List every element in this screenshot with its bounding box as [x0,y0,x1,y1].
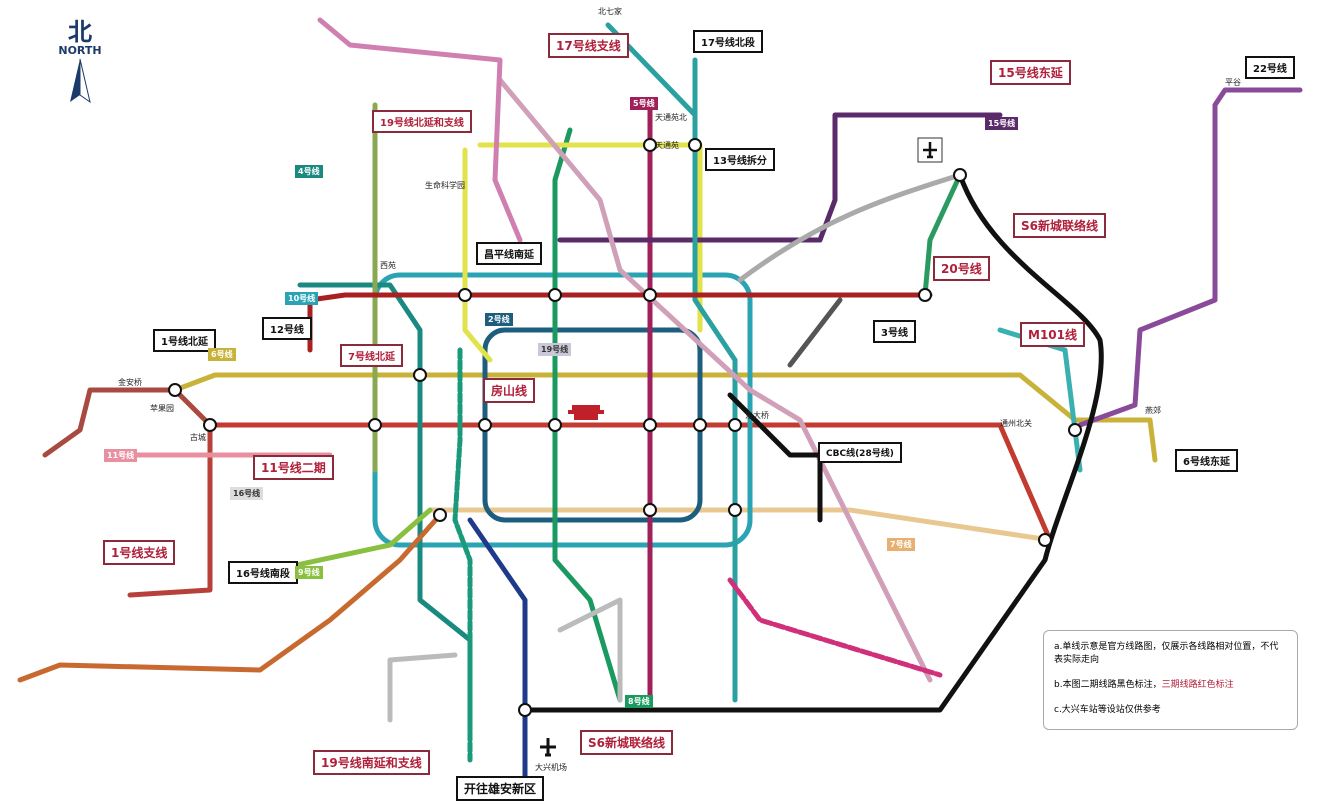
callout-19-south: 19号线南延和支线 [313,750,430,775]
callout-7-north: 7号线北延 [340,344,403,367]
badge-line-2: 2号线 [485,313,513,326]
badge-line-11: 11号线 [104,449,138,462]
line-cbc[interactable] [727,392,823,523]
station-gucheng[interactable]: 古城 [190,433,206,442]
line-7[interactable] [427,507,1053,543]
station-tiantongyuan-north[interactable]: 天通苑北 [655,113,687,122]
line-15[interactable] [557,112,1003,243]
badge-line-6: 6号线 [208,348,236,361]
callout-cbc: CBC线(28号线) [818,442,902,463]
station-xiyuan[interactable]: 西苑 [380,261,396,270]
callout-13-split: 13号线拆分 [705,148,775,171]
line-s6[interactable] [527,172,1104,713]
badge-line-16: 16号线 [230,487,264,500]
badge-line-5: 5号线 [630,97,658,110]
badge-line-4: 4号线 [295,165,323,178]
station-pingguoyuan[interactable]: 苹果园 [150,404,174,413]
badge-line-7: 7号线 [887,538,915,551]
line-8[interactable] [552,127,623,703]
callout-11-phase2: 11号线二期 [253,455,334,480]
callout-3: 3号线 [873,320,916,343]
station-yanjiao[interactable]: 燕郊 [1145,406,1161,415]
callout-20: 20号线 [933,256,990,281]
north-label-cn: 北 [68,18,92,46]
callout-xiongan: 开往雄安新区 [456,776,545,801]
badge-line-8: 8号线 [625,695,653,708]
north-compass: 北 NORTH [55,20,105,111]
line-1-branch[interactable] [127,422,213,598]
line-changping[interactable] [317,17,523,243]
line-19[interactable] [452,347,473,763]
badge-line-10: 10号线 [285,292,319,305]
callout-changping-south: 昌平线南延 [476,242,542,265]
station-tongzhou-beiguan[interactable]: 通州北关 [1000,419,1032,428]
line-20[interactable] [922,172,963,298]
station-dongdaqiao[interactable]: 东大桥 [745,411,769,420]
callout-1-north: 1号线北延 [153,329,216,352]
note-a: a.单线示意是官方线路图，仅展示各线路相对位置，不代表实际走向 [1054,642,1279,665]
airplane-icon-daxing [540,738,556,757]
line-17[interactable] [692,57,738,703]
badge-line-15: 15号线 [985,117,1019,130]
line-6[interactable] [172,372,1158,463]
station-daxing-airport[interactable]: 大兴机场 [535,763,567,772]
callout-s6-north: S6新城联络线 [1013,213,1106,238]
line-3[interactable] [787,297,843,368]
station-shengmingkexueyuan[interactable]: 生命科学园 [425,181,465,190]
callout-12: 12号线 [262,317,312,340]
line-gray-south[interactable] [387,597,623,723]
north-arrow-icon [70,58,91,104]
badge-line-9: 9号线 [295,566,323,579]
line-22[interactable] [1077,87,1303,428]
badge-line-19: 19号线 [538,343,572,356]
callout-fangshan: 房山线 [483,378,536,403]
callout-1-branch: 1号线支线 [103,540,176,565]
station-pinggu[interactable]: 平谷 [1225,78,1241,87]
north-label-en: NORTH [58,44,102,57]
note-b-red: 三期线路红色标注 [1161,680,1234,690]
callout-22: 22号线 [1245,56,1295,79]
callout-17-north: 17号线北段 [693,30,763,53]
line-1[interactable] [207,422,1053,543]
callout-15-east: 15号线东延 [990,60,1071,85]
note-b-text: b.本图二期线路黑色标注， [1054,680,1162,690]
tiananmen-icon [568,405,604,420]
line-1-north[interactable] [42,387,213,458]
station-jinanqiao[interactable]: 金安桥 [118,378,142,387]
callout-16-south: 16号线南段 [228,561,298,584]
line-yizhuang[interactable] [727,577,943,678]
line-10[interactable] [372,272,753,548]
callout-6-east: 6号线东延 [1175,449,1238,472]
station-beiqijia[interactable]: 北七家 [598,7,622,16]
callout-17-branch: 17号线支线 [548,33,629,58]
callout-m101: M101线 [1020,322,1085,347]
notes-box: a.单线示意是官方线路图，仅展示各线路相对位置，不代表实际走向 b.本图二期线路… [1043,630,1298,730]
transfer-stations [168,138,1082,717]
airplane-icon [917,137,943,163]
note-b: b.本图二期线路黑色标注，三期线路红色标注 [1054,677,1287,690]
line-fangshan[interactable] [17,512,443,683]
callout-19-north: 19号线北延和支线 [372,110,472,133]
line-daxing-airport[interactable] [467,517,528,793]
callout-s6-south: S6新城联络线 [580,730,673,755]
line-airport-express[interactable] [737,172,963,283]
station-tiantongyuan[interactable]: 天通苑 [655,141,679,150]
note-c: c.大兴车站等设站仅供参考 [1054,705,1161,715]
